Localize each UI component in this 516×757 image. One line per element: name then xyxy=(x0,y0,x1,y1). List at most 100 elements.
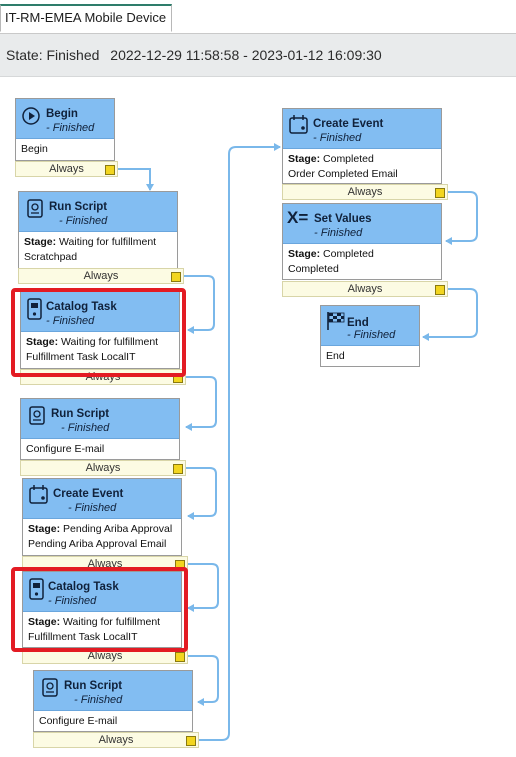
stage-value: Pending Ariba Approval xyxy=(63,523,173,535)
transition-handle[interactable] xyxy=(186,736,196,746)
activity-status: - Finished xyxy=(74,694,123,706)
catalog-task-icon xyxy=(27,298,42,320)
activity-create-event[interactable]: Create Event - Finished Stage: Pending A… xyxy=(22,478,182,556)
activity-description: Order Completed Email xyxy=(288,168,398,180)
script-icon xyxy=(27,199,43,218)
transition-label: Always xyxy=(347,186,383,198)
transition-always[interactable]: Always xyxy=(282,281,448,297)
activity-description: Configure E-mail xyxy=(39,715,118,727)
catalog-task-icon xyxy=(29,578,44,600)
connector-ev1-cat2 xyxy=(187,563,219,612)
activity-catalog-task[interactable]: Catalog Task - Finished Stage: Waiting f… xyxy=(20,291,180,369)
transition-handle[interactable] xyxy=(175,652,185,662)
activity-title: Create Event xyxy=(53,488,124,500)
connector-ev2-setv xyxy=(445,191,478,245)
transition-handle[interactable] xyxy=(171,272,181,282)
stage-label: Stage: xyxy=(24,236,57,248)
connector-run1-cat1 xyxy=(184,275,215,334)
transition-label: Always xyxy=(87,650,123,662)
activity-description: Completed xyxy=(288,263,339,275)
activity-description: Fulfillment Task LocalIT xyxy=(26,351,136,363)
activity-details: Stage: Completed Completed xyxy=(283,244,441,280)
stage-label: Stage: xyxy=(28,523,61,535)
script-icon xyxy=(42,678,58,697)
tab-bar: IT-RM-EMEA Mobile Device xyxy=(0,0,516,34)
state-label: State: xyxy=(6,47,43,63)
connector-cat1-run2 xyxy=(185,376,217,431)
stage-value: Waiting for fulfillment xyxy=(59,236,157,248)
state-value: Finished xyxy=(46,47,100,63)
script-icon xyxy=(29,406,45,425)
activity-description: Scratchpad xyxy=(24,251,78,263)
activity-status: - Finished xyxy=(61,422,110,434)
transition-label: Always xyxy=(85,462,121,474)
transition-label: Always xyxy=(83,270,119,282)
transition-handle[interactable] xyxy=(435,188,445,198)
activity-description: Fulfillment Task LocalIT xyxy=(28,631,138,643)
activity-details: Stage: Waiting for fulfillment Fulfillme… xyxy=(23,612,181,648)
connector-run3-ev2 xyxy=(198,143,281,741)
activity-status: - Finished xyxy=(68,502,117,514)
stage-label: Stage: xyxy=(26,336,59,348)
stage-value: Waiting for fulfillment xyxy=(63,616,161,628)
activity-description: Begin xyxy=(21,143,48,155)
activity-end[interactable]: End - Finished End xyxy=(320,305,420,367)
activity-status: - Finished xyxy=(46,315,95,327)
transition-label: Always xyxy=(49,163,84,175)
timestamp-separator: - xyxy=(243,47,248,63)
start-timestamp: 2022-12-29 11:58:58 xyxy=(110,47,240,63)
transition-handle[interactable] xyxy=(435,285,445,295)
activity-begin[interactable]: Begin - Finished Begin xyxy=(15,98,115,161)
workflow-state-bar: State: Finished 2022-12-29 11:58:58 - 20… xyxy=(0,34,516,77)
activity-details: Stage: Completed Order Completed Email xyxy=(283,149,441,185)
stage-value: Completed xyxy=(323,153,374,165)
transition-handle[interactable] xyxy=(173,464,183,474)
activity-catalog-task[interactable]: Catalog Task - Finished Stage: Waiting f… xyxy=(22,571,182,648)
end-timestamp: 2023-01-12 16:09:30 xyxy=(251,47,382,63)
transition-always[interactable]: Always xyxy=(33,732,199,748)
activity-title: End xyxy=(347,317,369,329)
activity-details: Stage: Waiting for fulfillment Scratchpa… xyxy=(19,232,177,268)
highlight-box xyxy=(11,288,186,377)
activity-title: Create Event xyxy=(313,118,384,130)
transition-always[interactable]: Always xyxy=(282,184,448,200)
tab-workflow[interactable]: IT-RM-EMEA Mobile Device xyxy=(0,4,172,32)
connector-run2-ev1 xyxy=(186,467,217,520)
activity-status: - Finished xyxy=(48,595,97,607)
activity-description: End xyxy=(326,350,345,362)
activity-details: Stage: Pending Ariba Approval Pending Ar… xyxy=(23,519,181,555)
connector-setv-end xyxy=(422,288,478,341)
activity-run-script[interactable]: Run Script - Finished Configure E-mail xyxy=(33,670,193,732)
stage-value: Completed xyxy=(323,248,374,260)
transition-always[interactable]: Always xyxy=(18,268,184,284)
activity-title: Run Script xyxy=(51,408,110,420)
transition-always[interactable]: Always xyxy=(20,460,186,476)
activity-run-script[interactable]: Run Script - Finished Configure E-mail xyxy=(20,398,180,460)
activity-status: - Finished xyxy=(59,215,108,227)
activity-run-script[interactable]: Run Script - Finished Stage: Waiting for… xyxy=(18,191,178,269)
activity-create-event[interactable]: Create Event - Finished Stage: Completed… xyxy=(282,108,442,184)
activity-title: Catalog Task xyxy=(46,301,117,313)
set-values-icon: X= xyxy=(287,208,309,227)
highlight-box xyxy=(11,567,188,652)
activity-status: - Finished xyxy=(46,122,95,134)
calendar-event-icon xyxy=(29,485,48,504)
transition-handle[interactable] xyxy=(105,165,115,175)
activity-title: Catalog Task xyxy=(48,581,119,593)
connector-cat2-run3 xyxy=(188,655,219,706)
activity-status: - Finished xyxy=(313,132,362,144)
activity-title: Begin xyxy=(46,108,78,120)
stage-label: Stage: xyxy=(288,153,321,165)
activity-description: Pending Ariba Approval Email xyxy=(28,538,167,550)
activity-description: Configure E-mail xyxy=(26,443,105,455)
checkered-flag-icon xyxy=(327,312,345,330)
stage-label: Stage: xyxy=(288,248,321,260)
activity-status: - Finished xyxy=(314,227,363,239)
transition-label: Always xyxy=(98,734,134,746)
activity-set-values[interactable]: X= Set Values - Finished Stage: Complete… xyxy=(282,203,442,280)
transition-always[interactable]: Always xyxy=(15,161,118,177)
activity-status: - Finished xyxy=(347,329,396,341)
connector-begin-run1 xyxy=(118,168,154,191)
transition-label: Always xyxy=(347,283,383,295)
calendar-event-icon xyxy=(289,115,308,134)
